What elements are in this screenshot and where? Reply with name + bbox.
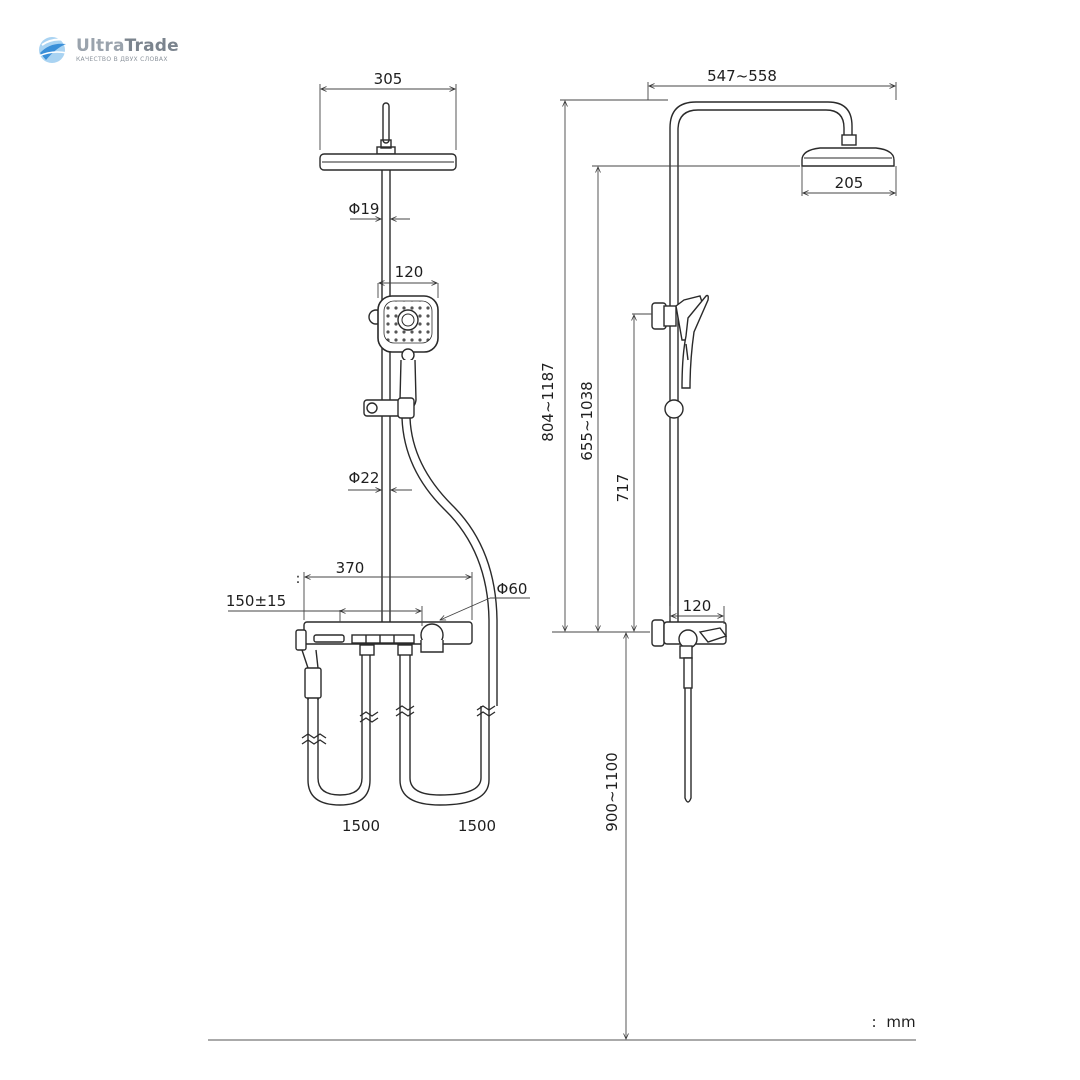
dim-hose-length-left: 1500 [342, 817, 380, 835]
units-prefix: : [871, 1013, 876, 1031]
front-dimensions [228, 84, 530, 626]
dim-install-height: 900~1100 [603, 752, 621, 831]
overhead-shower-head [319, 153, 457, 171]
dim-handshower-width: 120 [395, 263, 424, 281]
dim-mixer-depth: 120 [683, 597, 712, 615]
hand-shower [368, 295, 439, 409]
side-dim-labels: 547~558 205 804~1187 655~1038 717 120 90… [539, 67, 863, 832]
dim-overhead-width: 305 [374, 70, 403, 88]
brand-logo: UltraTrade КАЧЕСТВО В ДВУХ СЛОВАХ [36, 34, 206, 70]
handshower-hose [401, 417, 498, 706]
front-view [295, 102, 498, 806]
dim-knob-diameter: Φ60 [497, 580, 528, 598]
hose-break-marks [301, 705, 496, 745]
dim-pipe-diameter-top: Φ19 [349, 200, 380, 218]
dim-pipe-diameter-bottom: Φ22 [349, 469, 380, 487]
front-dim-labels: 305 Φ19 120 Φ22 370 : 150±15 Φ60 1500 15… [226, 70, 528, 835]
side-view [651, 101, 895, 803]
brand-name: UltraTrade [76, 36, 179, 56]
mixer-hoses [301, 644, 490, 806]
dim-hose-length-right: 1500 [458, 817, 496, 835]
slider-bracket [363, 397, 415, 419]
dim-shelf-prefix: : [296, 571, 301, 587]
dim-inlet-spacing: 150±15 [226, 592, 286, 610]
overhead-connector [376, 102, 396, 155]
dim-slider-height: 717 [614, 474, 632, 503]
mixer-shelf [295, 621, 473, 653]
dim-shelf-width: 370 [336, 559, 365, 577]
side-dimensions [208, 82, 916, 1041]
dim-arm-reach: 547~558 [707, 67, 777, 85]
dim-head-height: 655~1038 [578, 381, 596, 460]
dim-overhead-depth: 205 [835, 174, 864, 192]
riser-pipe [381, 170, 391, 622]
units-label: mm [886, 1013, 915, 1031]
units-note: : mm [871, 1013, 915, 1031]
brand-tagline: КАЧЕСТВО В ДВУХ СЛОВАХ [76, 56, 168, 63]
dim-total-height: 804~1187 [539, 362, 557, 441]
brand-globe-icon [38, 37, 68, 63]
